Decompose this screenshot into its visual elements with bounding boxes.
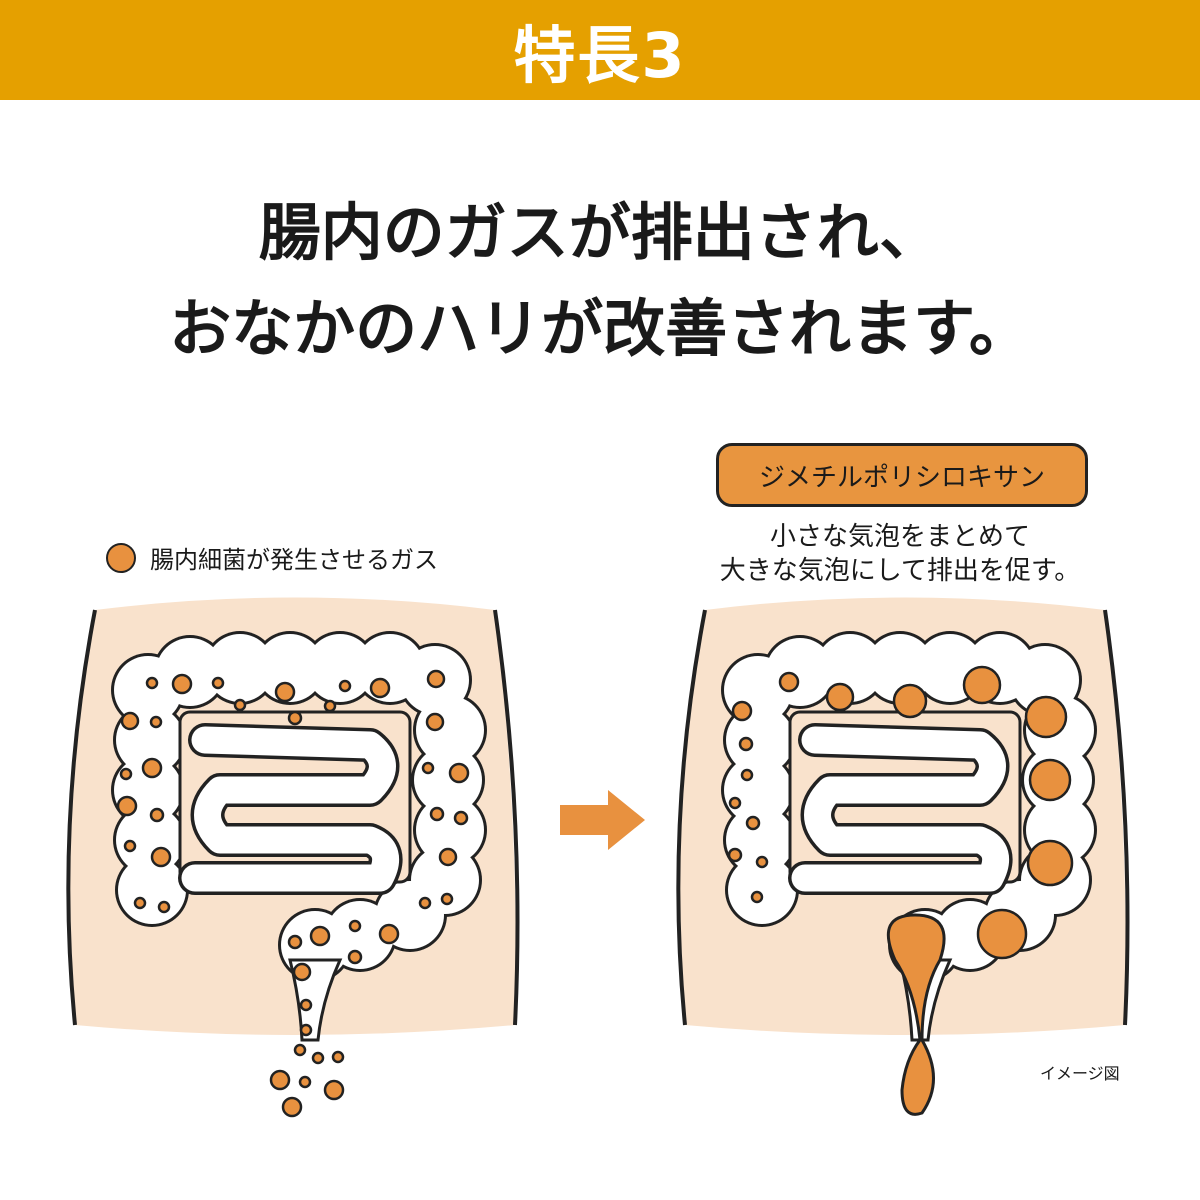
gas-bubble (347, 949, 363, 965)
body-outline-right (1103, 609, 1130, 1026)
body-outline-left (66, 609, 97, 1026)
gas-bubble (750, 890, 764, 904)
headline: 腸内のガスが排出され、 おなかのハリが改善されます。 (0, 185, 1200, 377)
gas-bubble (1026, 839, 1074, 887)
gas-bubble (1028, 758, 1072, 802)
header-bar: 特長3 (0, 0, 1200, 100)
gas-bubble (157, 900, 171, 914)
gas-bubble (778, 671, 800, 693)
gas-bubble (287, 934, 303, 950)
gas-bubble (133, 896, 147, 910)
gas-bubble (369, 677, 391, 699)
gas-bubble (233, 698, 247, 712)
gas-bubble (426, 669, 446, 689)
gas-bubble (292, 962, 312, 982)
gas-bubble (421, 761, 435, 775)
gas-bubble (731, 700, 753, 722)
gas-bubble (976, 908, 1028, 960)
colon (724, 756, 792, 824)
gas-bubble (171, 673, 193, 695)
expelled-gas-bubble (311, 1051, 325, 1065)
gas-bubble (116, 795, 138, 817)
desc-line2: 大きな気泡にして排出を促す。 (719, 556, 1081, 586)
large-gas-bubble-expelled (886, 913, 946, 1116)
small-intestine (181, 726, 400, 892)
gas-bubble (123, 839, 137, 853)
headline-line2: おなかのハリが改善されます。 (169, 292, 1031, 365)
legend: 腸内細菌が発生させるガス (106, 540, 438, 575)
gas-bubble (962, 665, 1002, 705)
gas-bubble (274, 681, 296, 703)
gas-bubble (425, 712, 445, 732)
gas-bubble (323, 699, 337, 713)
gas-bubble (299, 1023, 313, 1037)
gas-bubble (149, 807, 165, 823)
colon (118, 856, 186, 924)
image-note: イメージ図 (1040, 1064, 1120, 1083)
gas-bubble (745, 815, 761, 831)
body-outline-right (493, 609, 520, 1026)
expelled-gas-bubble (281, 1096, 303, 1118)
gas-bubble (145, 676, 159, 690)
body-outline-left (676, 609, 707, 1026)
expelled-gas-bubble (331, 1050, 345, 1064)
gas-bubble (149, 715, 163, 729)
gas-bubble (141, 757, 163, 779)
gas-bubble (453, 810, 469, 826)
gas-bubble (119, 767, 133, 781)
gas-bubble (825, 682, 855, 712)
colon (726, 806, 794, 874)
gas-bubble (348, 919, 362, 933)
expelled-gas-bubble (298, 1075, 312, 1089)
headline-line1: 腸内のガスが排出され、 (258, 196, 942, 269)
gas-bubble (338, 679, 352, 693)
gas-bubble (429, 806, 445, 822)
gas-bubble (438, 847, 458, 867)
gas-bubble (738, 736, 754, 752)
gas-bubble (755, 855, 769, 869)
gas-bubble (1024, 695, 1068, 739)
expelled-gas-bubble (269, 1069, 291, 1091)
colon (306, 634, 374, 702)
expelled-gas-bubble (293, 1043, 307, 1057)
colon (728, 856, 796, 924)
gas-bubble (211, 676, 225, 690)
ingredient-description: 小さな気泡をまとめて 大きな気泡にして排出を促す。 (690, 520, 1110, 588)
colon (256, 634, 324, 702)
expelled-gas-bubble (323, 1079, 345, 1101)
gas-bubble (120, 711, 140, 731)
gas-bubble (727, 847, 743, 863)
gas-bubble (309, 925, 331, 947)
gas-bubble (440, 892, 454, 906)
colon (156, 638, 224, 706)
gas-bubble (892, 683, 928, 719)
colon (726, 706, 794, 774)
gas-bubble (740, 768, 754, 782)
gas-bubble (378, 923, 400, 945)
gas-bubble (448, 762, 470, 784)
colon (866, 634, 934, 702)
gas-bubble (418, 896, 432, 910)
legend-label: 腸内細菌が発生させるガス (150, 546, 438, 574)
gas-bubble-icon (106, 542, 136, 573)
gas-bubble (728, 796, 742, 810)
header-title: 特長3 (513, 19, 687, 92)
desc-line1: 小さな気泡をまとめて (769, 522, 1030, 552)
gas-bubble (150, 846, 172, 868)
ingredient-badge: ジメチルポリシロキサン (716, 443, 1088, 507)
gas-bubble (299, 998, 313, 1012)
gas-bubble (287, 710, 303, 726)
small-intestine (791, 726, 1010, 892)
right-arrow-icon (560, 790, 645, 850)
